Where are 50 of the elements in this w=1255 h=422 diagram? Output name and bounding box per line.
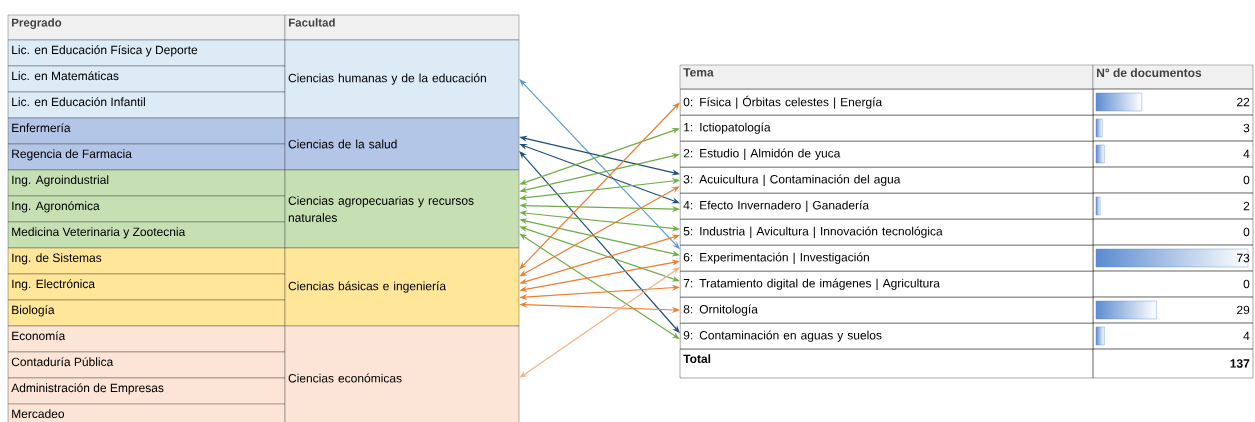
header-cell: Facultad	[284, 14, 520, 41]
table-cell: Mercadeo	[7, 403, 286, 422]
table-cell: Economía	[7, 325, 286, 353]
table-cell: Biología	[7, 299, 286, 327]
faculty-cell	[284, 117, 520, 171]
total-cell: 137	[1092, 348, 1254, 379]
count-cell: 0	[1092, 270, 1254, 298]
node-label: Ciencias agropecuarias y recursos naturales	[288, 196, 474, 222]
table-cell: Regencia de Farmacia	[7, 143, 286, 171]
count-cell: 22	[1092, 88, 1254, 116]
topic-cell: 9: Contaminación en aguas y suelos	[680, 323, 1094, 350]
topic-cell: 0: Física | Órbitas celestes | Energía	[680, 89, 1094, 116]
table-cell: Lic. en Educación Infantil	[7, 91, 286, 119]
total-cell: Total	[679, 348, 1094, 379]
table-cell: Lic. en Matemáticas	[7, 65, 286, 93]
topic-cell: 1: Ictiopatología	[680, 115, 1094, 142]
count-cell: 0	[1092, 166, 1254, 194]
node-label: Ciencias básicas e ingeniería	[288, 281, 447, 293]
count-cell: 2	[1092, 192, 1254, 220]
node-label: Ciencias de la salud	[288, 139, 397, 149]
header-cell: Pregrado	[7, 14, 286, 41]
topic-cell: 4: Efecto Invernadero | Ganadería	[680, 193, 1094, 220]
table-cell: Lic. en Educación Física y Deporte	[7, 39, 286, 67]
faculty-cell	[284, 39, 520, 119]
table-cell: Administración de Empresas	[7, 377, 286, 405]
table-cell: Medicina Veterinaria y Zootecnia	[7, 221, 286, 249]
table-cell: Contaduría Pública	[7, 351, 286, 379]
table-cell: Ing. Agroindustrial	[7, 169, 286, 197]
count-cell: 4	[1092, 322, 1254, 350]
topic-cell: 7: Tratamiento digital de imágenes | Agricultura	[680, 271, 1094, 298]
count-cell: 4	[1092, 140, 1254, 168]
count-cell: 0	[1092, 218, 1254, 246]
count-cell: 73	[1092, 244, 1254, 272]
table-cell: Ing. de Sistemas	[7, 247, 286, 275]
node-label: Ciencias humanas y de la educación	[288, 73, 486, 85]
faculty-cell	[284, 325, 520, 422]
table-cell: Ing. Agronómica	[7, 195, 286, 223]
header-cell: N° de documentos	[1092, 64, 1254, 90]
count-cell: 29	[1092, 296, 1254, 324]
topic-cell: 3: Acuicultura | Contaminación del agua	[680, 167, 1094, 194]
node-label: Ciencias económicas	[288, 373, 402, 383]
topic-cell: 6: Experimentación | Investigación	[680, 245, 1094, 272]
topic-cell: 2: Estudio | Almidón de yuca	[680, 141, 1094, 168]
table-cell: Enfermería	[7, 117, 286, 145]
faculty-cell	[284, 169, 520, 249]
count-cell: 3	[1092, 114, 1254, 142]
table-cell: Ing. Electrónica	[7, 273, 286, 301]
topic-cell: 8: Ornitología	[680, 297, 1094, 324]
faculty-cell	[284, 247, 520, 327]
topic-cell: 5: Industria | Avicultura | Innovación tecnológica	[680, 219, 1094, 246]
